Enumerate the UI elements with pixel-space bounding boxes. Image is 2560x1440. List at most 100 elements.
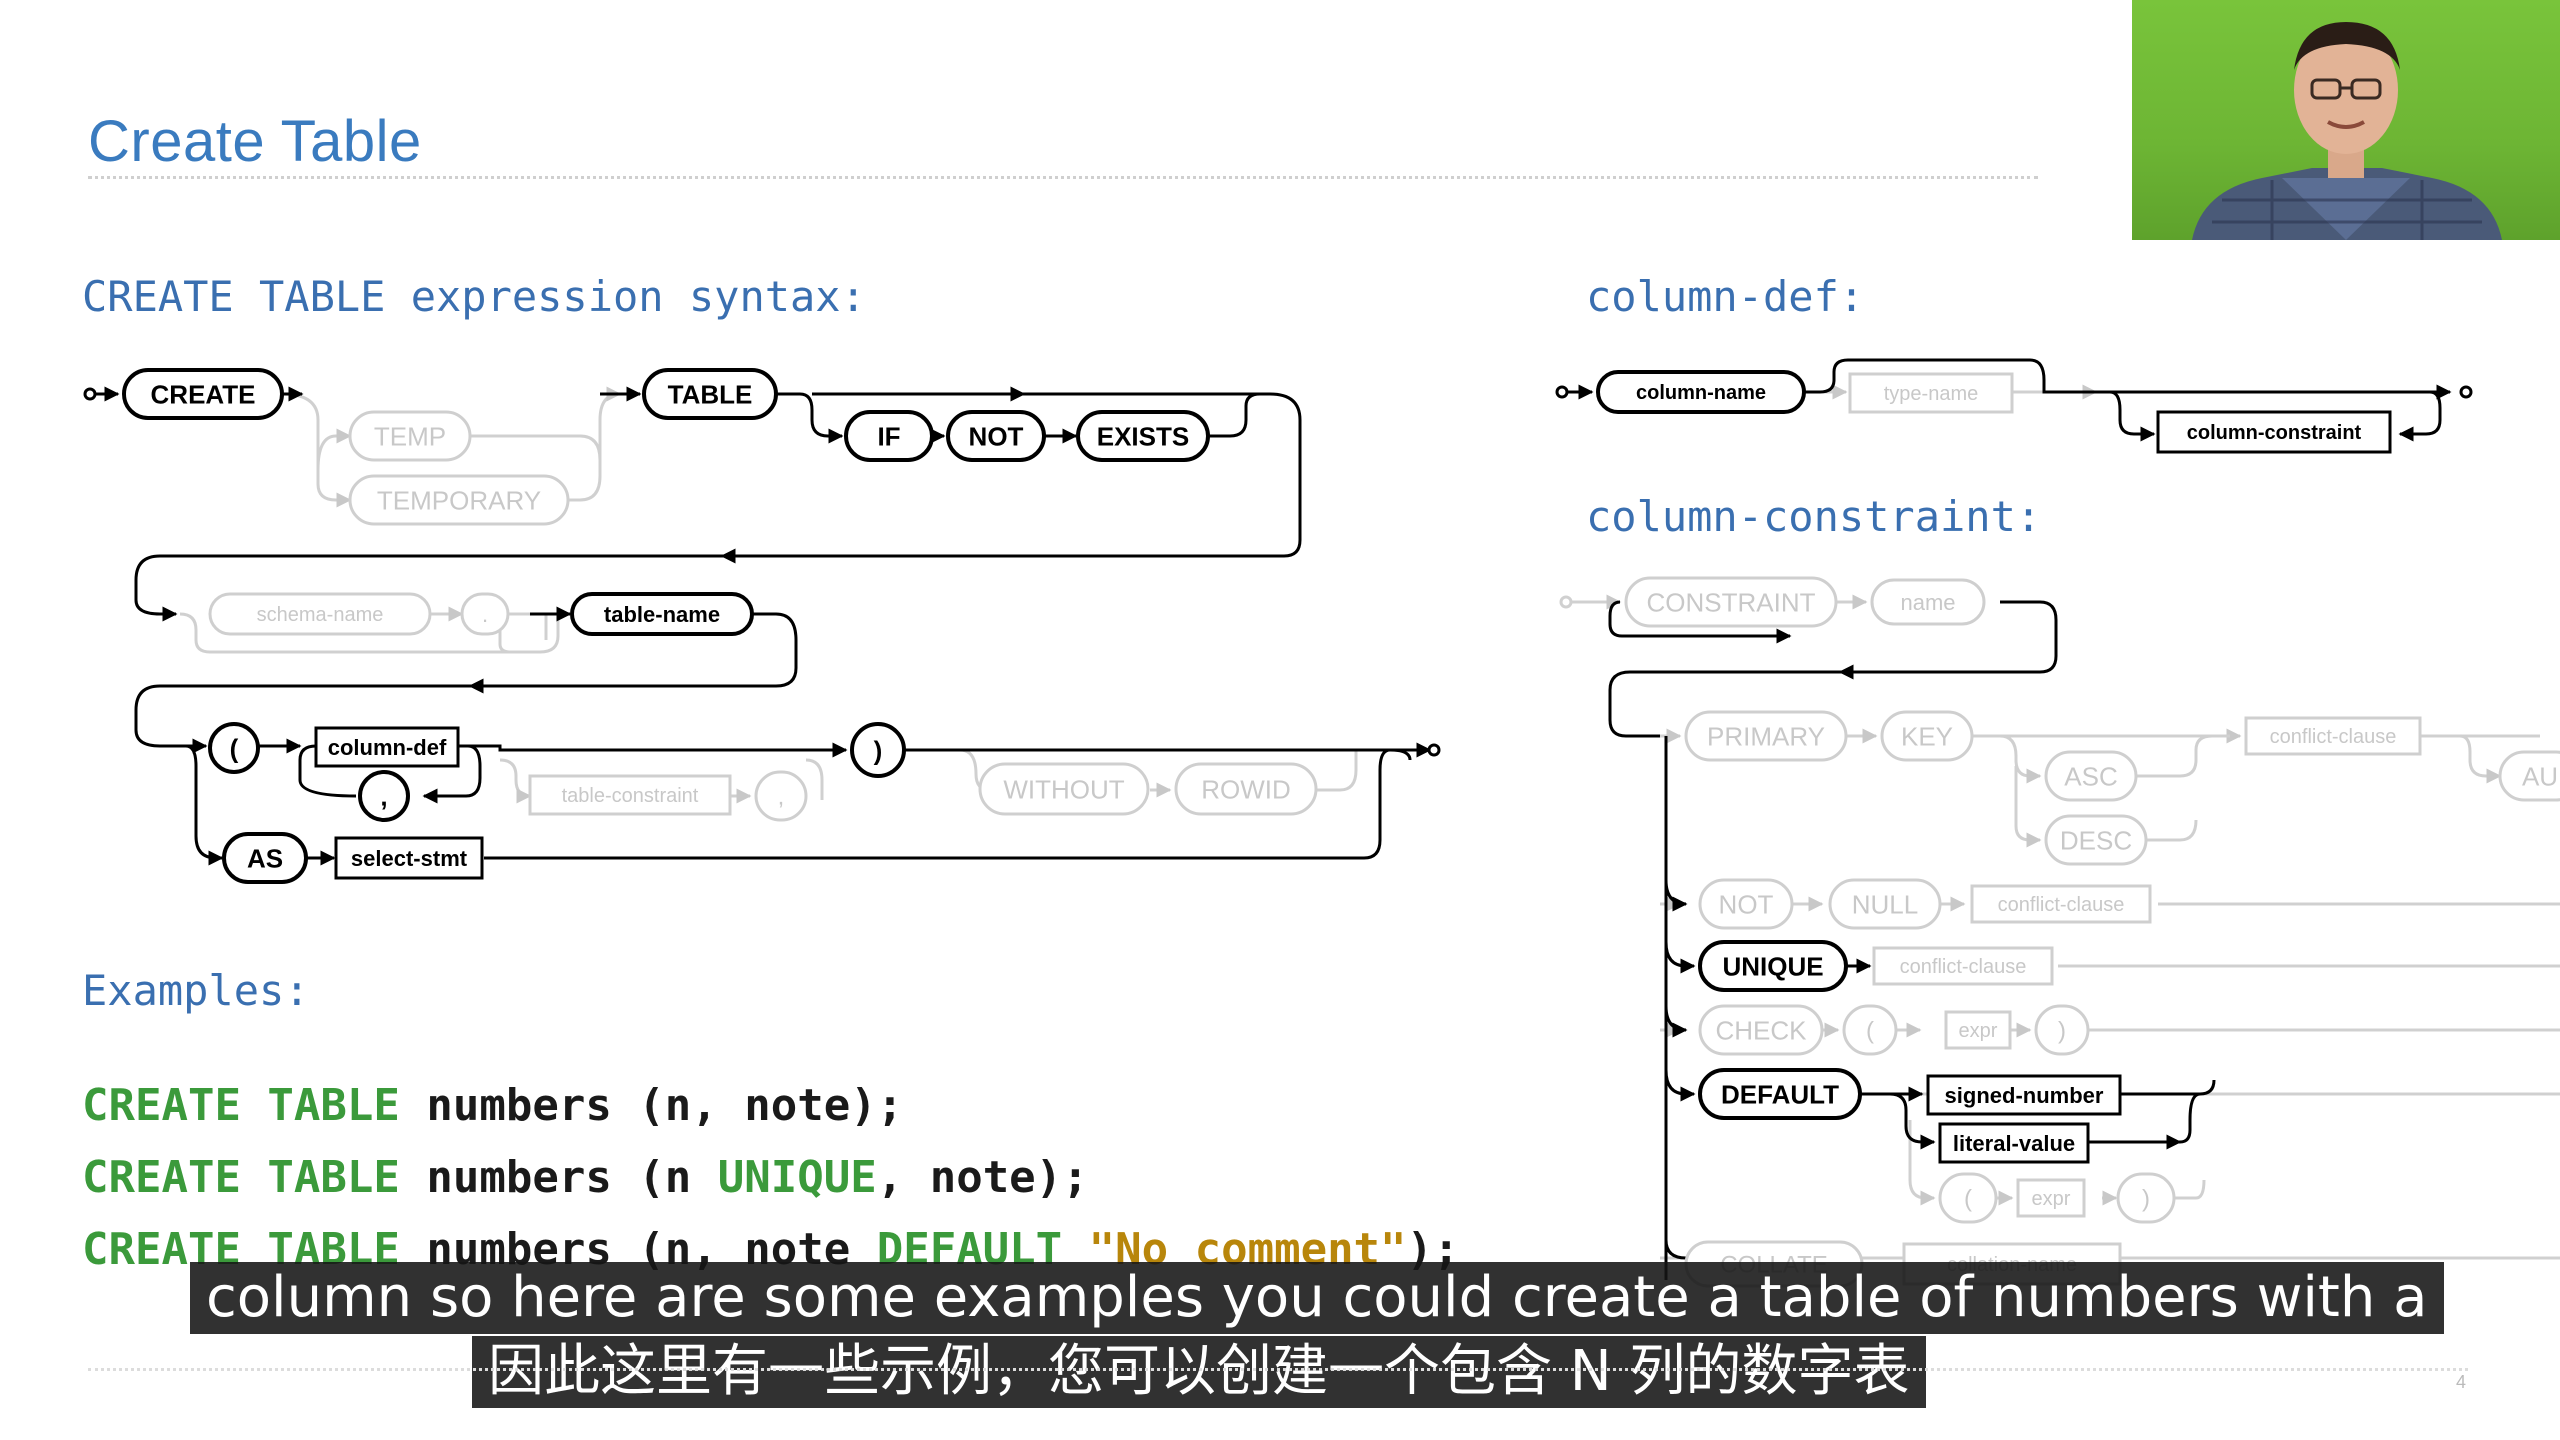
as-keyword-label: AS [247, 843, 283, 873]
as-keyword-box [222, 832, 308, 884]
null-keyword-box [1828, 878, 1942, 930]
default-open-paren-label: ( [1964, 1186, 1972, 1213]
default-expr-ref-label: expr [2032, 1188, 2071, 1210]
signed-number-ref-box [1926, 1074, 2122, 1116]
close-paren-symbol-box [850, 722, 906, 778]
conflict-clause-ref-3-label: conflict-clause [1900, 956, 2027, 978]
not-keyword-box [946, 410, 1046, 462]
examples-heading: Examples: [82, 966, 310, 1015]
exists-keyword-label: EXISTS [1097, 421, 1189, 451]
conflict-clause-ref-3-box [1872, 946, 2054, 986]
column-def-ref-label: column-def [328, 735, 447, 760]
comma-symbol-box [358, 770, 410, 822]
table-constraint-ref-box [528, 774, 732, 816]
select-stmt-ref-box [334, 836, 484, 880]
presenter-image [2192, 22, 2502, 240]
conflict-clause-ref-2-box [1970, 884, 2152, 924]
example-2-mid: numbers (n [399, 1152, 718, 1203]
page-number: 4 [2456, 1372, 2467, 1392]
table-keyword-box [642, 368, 778, 420]
asc-keyword-box [2044, 750, 2138, 802]
column-constraint-ref-label: column-constraint [2187, 422, 2362, 444]
check-open-paren-label: ( [1866, 1018, 1874, 1045]
rowid-keyword-box [1174, 762, 1318, 816]
check-close-paren-box [2034, 1004, 2090, 1056]
check-close-paren-label: ) [2058, 1018, 2066, 1045]
check-expr-ref-label: expr [1959, 1020, 1998, 1042]
not-keyword-2-label: NOT [1719, 889, 1774, 919]
autoincrement-keyword-box [2498, 750, 2560, 802]
example-2-unique: UNIQUE [717, 1152, 877, 1203]
create-table-heading: CREATE TABLE expression syntax: [82, 272, 866, 321]
presenter-webcam [2132, 0, 2560, 240]
slide-title: Create Table [88, 109, 422, 174]
unique-keyword-label: UNIQUE [1722, 951, 1823, 981]
column-def-ref-box [314, 726, 460, 768]
key-keyword-box [1880, 710, 1974, 762]
without-keyword-box [978, 762, 1150, 816]
constraint-keyword-box [1624, 576, 1838, 628]
comma-symbol-label: , [380, 781, 387, 811]
not-keyword-label: NOT [969, 421, 1024, 451]
type-name-ref-label: type-name [1884, 383, 1979, 405]
default-open-paren-box [1938, 1172, 1998, 1224]
name-ref-label: name [1900, 590, 1955, 615]
check-expr-ref-box [1944, 1010, 2012, 1050]
schema-name-ref-label: schema-name [257, 604, 384, 626]
literal-value-ref-box [1938, 1122, 2090, 1164]
footer-divider [88, 1368, 2468, 1371]
check-keyword-box [1698, 1004, 1824, 1056]
default-keyword-box [1698, 1068, 1862, 1120]
create-keyword-box [122, 368, 284, 420]
create-keyword-label: CREATE [151, 379, 256, 409]
not-keyword-2-box [1698, 878, 1794, 930]
conflict-clause-ref-2-label: conflict-clause [1998, 894, 2125, 916]
column-constraint-ref-box [2156, 410, 2392, 454]
schema-name-ref-box [208, 592, 432, 636]
temporary-keyword-label: TEMPORARY [377, 485, 541, 515]
exists-keyword-box [1076, 410, 1210, 462]
example-line-1: CREATE TABLE numbers (n, note); [82, 1080, 903, 1131]
title-divider [88, 176, 2038, 179]
check-keyword-label: CHECK [1715, 1015, 1807, 1045]
temporary-keyword-box [348, 474, 570, 526]
comma-symbol-2-box [754, 770, 808, 822]
comma-symbol-2-label: , [778, 784, 785, 811]
column-def-heading: column-def: [1586, 272, 1865, 321]
rowid-keyword-label: ROWID [1201, 774, 1291, 804]
primary-keyword-box [1684, 710, 1848, 762]
select-stmt-ref-label: select-stmt [351, 846, 468, 871]
if-keyword-box [844, 410, 934, 462]
temp-keyword-label: TEMP [374, 421, 446, 451]
if-keyword-label: IF [877, 421, 900, 451]
subtitle-english: column so here are some examples you cou… [190, 1262, 2444, 1334]
constraint-keyword-label: CONSTRAINT [1647, 587, 1816, 617]
conflict-clause-ref-1-label: conflict-clause [2270, 726, 2397, 748]
default-close-paren-box [2116, 1172, 2176, 1224]
close-paren-symbol-label: ) [874, 735, 883, 765]
example-2-keyword: CREATE TABLE [82, 1152, 400, 1203]
example-1-rest: numbers (n, note); [399, 1080, 904, 1131]
column-name-ref-box [1596, 370, 1806, 414]
unique-keyword-box [1698, 940, 1848, 992]
desc-keyword-label: DESC [2060, 825, 2132, 855]
autoincrement-keyword-label: AU [2522, 761, 2558, 791]
temp-keyword-box [348, 410, 472, 462]
example-2-rest: , note); [876, 1152, 1089, 1203]
open-paren-symbol-label: ( [230, 733, 239, 763]
dot-symbol-label: . [482, 602, 488, 627]
signed-number-ref-label: signed-number [1945, 1083, 2104, 1108]
check-open-paren-box [1842, 1004, 1898, 1056]
table-constraint-ref-label: table-constraint [562, 785, 699, 807]
table-keyword-label: TABLE [668, 379, 753, 409]
example-line-2: CREATE TABLE numbers (n UNIQUE, note); [82, 1152, 1089, 1203]
column-name-ref-label: column-name [1636, 382, 1766, 404]
null-keyword-label: NULL [1852, 889, 1918, 919]
column-constraint-heading: column-constraint: [1586, 492, 2042, 541]
primary-keyword-label: PRIMARY [1707, 721, 1825, 751]
default-keyword-label: DEFAULT [1721, 1079, 1839, 1109]
conflict-clause-ref-1-box [2244, 716, 2422, 756]
asc-keyword-label: ASC [2064, 761, 2117, 791]
